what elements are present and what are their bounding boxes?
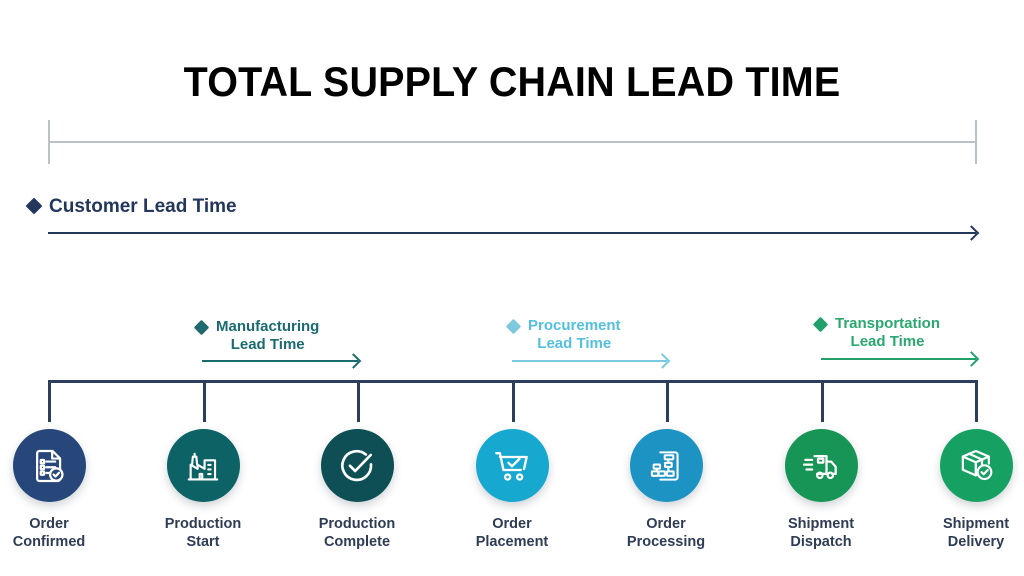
- arrow-procurement-lead-time: [512, 353, 671, 369]
- arrow-customer-lead-time: [48, 225, 980, 241]
- arrow-head-icon: [963, 351, 980, 367]
- band-label-customer: Customer Lead Time: [49, 196, 237, 217]
- arrow-shaft: [512, 360, 667, 362]
- milestone-icon-circle: [784, 429, 858, 502]
- check-circle-icon: [341, 449, 373, 481]
- milestone-icon-circle: [475, 429, 549, 502]
- timeline-tick: [512, 380, 515, 422]
- arrow-shaft: [821, 358, 976, 360]
- milestone-icon-circle: [166, 429, 240, 502]
- arrow-shaft: [202, 360, 358, 362]
- arrow-shaft: [48, 232, 976, 234]
- package-check-icon: [961, 449, 992, 481]
- total-span-cap-left: [48, 120, 50, 164]
- diamond-marker-icon: [193, 319, 210, 336]
- total-span-line: [48, 141, 976, 143]
- arrow-head-icon: [654, 353, 671, 369]
- timeline-tick: [48, 380, 51, 422]
- milestone-icon-circle: [12, 429, 86, 502]
- diamond-marker-icon: [25, 197, 43, 215]
- factory-icon: [187, 452, 219, 481]
- timeline-tick: [357, 380, 360, 422]
- document-check-icon: [36, 449, 64, 482]
- arrow-head-icon: [963, 225, 980, 241]
- timeline-tick: [821, 380, 824, 422]
- total-span-cap-right: [975, 120, 977, 164]
- milestone-icon-circle: [629, 429, 703, 502]
- milestone-icon-circle: [320, 429, 394, 502]
- shopping-cart-check-icon: [495, 451, 528, 481]
- diamond-marker-icon: [505, 318, 522, 335]
- arrow-transportation-lead-time: [821, 351, 980, 367]
- page-title: TOTAL SUPPLY CHAIN LEAD TIME: [183, 58, 841, 105]
- timeline-tick: [203, 380, 206, 422]
- arrow-head-icon: [345, 353, 362, 369]
- band-customer-lead-time: Customer Lead Time: [25, 196, 237, 218]
- delivery-truck-icon: [802, 454, 837, 479]
- diamond-marker-icon: [812, 316, 829, 333]
- arrow-manufacturing-lead-time: [202, 353, 362, 369]
- timeline-tick: [666, 380, 669, 422]
- milestone-icon-circle: [939, 429, 1013, 502]
- order-flow-boxes-icon: [650, 450, 679, 481]
- timeline-tick: [975, 380, 978, 422]
